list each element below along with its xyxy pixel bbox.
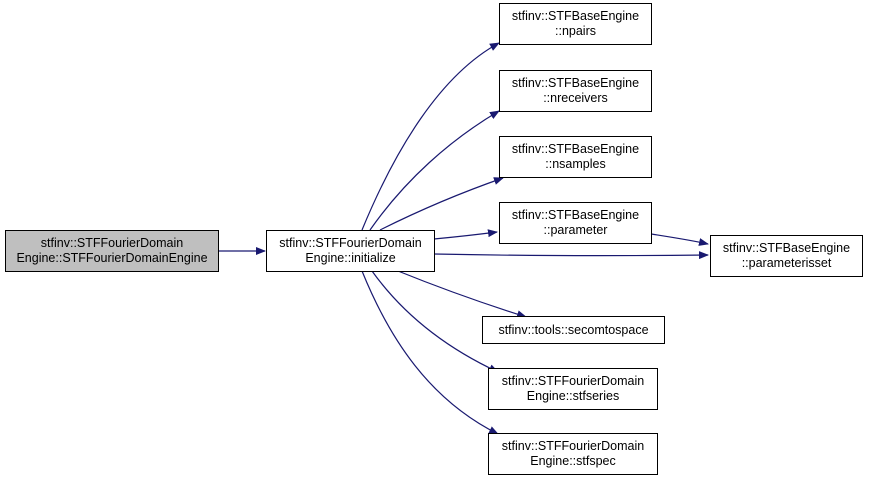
node-parameterisset-line2: ::parameterisset — [741, 256, 832, 270]
node-npairs-line2: ::npairs — [555, 24, 596, 38]
node-parameter[interactable]: stfinv::STFBaseEngine ::parameter — [499, 202, 652, 244]
node-parameter-line2: ::parameter — [543, 223, 608, 237]
node-nreceivers[interactable]: stfinv::STFBaseEngine ::nreceivers — [499, 70, 652, 112]
node-nsamples-line1: stfinv::STFBaseEngine — [511, 142, 640, 156]
node-root-line1: stfinv::STFFourierDomain — [40, 236, 184, 250]
node-root-constructor[interactable]: stfinv::STFFourierDomain Engine::STFFour… — [5, 230, 219, 272]
edge-initialize-to-parameter — [433, 229, 498, 240]
node-nsamples[interactable]: stfinv::STFBaseEngine ::nsamples — [499, 136, 652, 178]
edge-initialize-to-stfspec — [361, 270, 499, 435]
edges — [219, 42, 709, 435]
node-stfspec[interactable]: stfinv::STFFourierDomain Engine::stfspec — [488, 433, 658, 475]
node-nsamples-line2: ::nsamples — [545, 157, 606, 171]
node-stfspec-line1: stfinv::STFFourierDomain — [501, 439, 645, 453]
edge-initialize-to-nreceivers — [369, 110, 500, 231]
edge-initialize-to-stfseries — [371, 270, 499, 373]
node-stfspec-line2: Engine::stfspec — [530, 454, 616, 468]
edge-parameter-to-parameterisset — [650, 233, 709, 246]
node-nreceivers-line2: ::nreceivers — [543, 91, 608, 105]
node-parameter-line1: stfinv::STFBaseEngine — [511, 208, 640, 222]
edge-initialize-to-nsamples — [379, 177, 504, 231]
edge-initialize-to-npairs — [361, 42, 500, 231]
node-stfseries-line2: Engine::stfseries — [526, 389, 620, 403]
node-root-line2: Engine::STFFourierDomainEngine — [16, 251, 208, 265]
node-npairs-line1: stfinv::STFBaseEngine — [511, 9, 640, 23]
node-initialize-line1: stfinv::STFFourierDomain — [279, 236, 422, 250]
edge-initialize-to-parameterisset — [433, 251, 709, 260]
node-nreceivers-line1: stfinv::STFBaseEngine — [511, 76, 640, 90]
node-stfseries-line1: stfinv::STFFourierDomain — [501, 374, 645, 388]
node-parameterisset-line1: stfinv::STFBaseEngine — [722, 241, 851, 255]
node-initialize[interactable]: stfinv::STFFourierDomain Engine::initial… — [266, 230, 435, 272]
node-parameterisset[interactable]: stfinv::STFBaseEngine ::parameterisset — [710, 235, 863, 277]
node-npairs[interactable]: stfinv::STFBaseEngine ::npairs — [499, 3, 652, 45]
node-secomtospace[interactable]: stfinv::tools::secomtospace — [482, 316, 665, 344]
node-secomtospace-line1: stfinv::tools::secomtospace — [498, 322, 649, 337]
edge-initialize-to-secomtospace — [397, 270, 527, 319]
node-initialize-line2: Engine::initialize — [305, 251, 396, 265]
node-stfseries[interactable]: stfinv::STFFourierDomain Engine::stfseri… — [488, 368, 658, 410]
